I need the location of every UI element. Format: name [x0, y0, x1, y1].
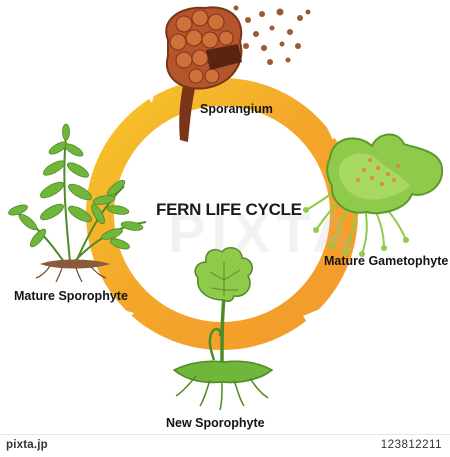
footer-image-number: 123812211: [380, 439, 442, 451]
diagram-title: FERN LIFE CYCLE: [156, 200, 302, 219]
footer-bar: pixta.jp 123812211: [0, 434, 450, 457]
watermark: PIXTA: [168, 201, 359, 264]
stage-label-new-sporophyte: New Sporophyte: [166, 416, 265, 430]
arrow-head-bottom-right: [303, 306, 327, 330]
footer-brand: pixta.jp: [6, 439, 48, 451]
gametophyte-illustration: [303, 133, 444, 257]
arrow-head-top: [137, 76, 158, 103]
arrow-head-bottom-left: [112, 307, 134, 327]
sporangium-illustration: [165, 5, 311, 142]
mature-sporophyte-illustration: [8, 123, 147, 283]
stage-label-gametophyte: Mature Gametophyte: [324, 254, 449, 268]
stage-label-sporangium: Sporangium: [200, 102, 273, 116]
stage-label-mature-sporophyte: Mature Sporophyte: [14, 289, 128, 303]
arrow-head-right: [320, 113, 344, 140]
new-sporophyte-illustration: [172, 247, 274, 411]
